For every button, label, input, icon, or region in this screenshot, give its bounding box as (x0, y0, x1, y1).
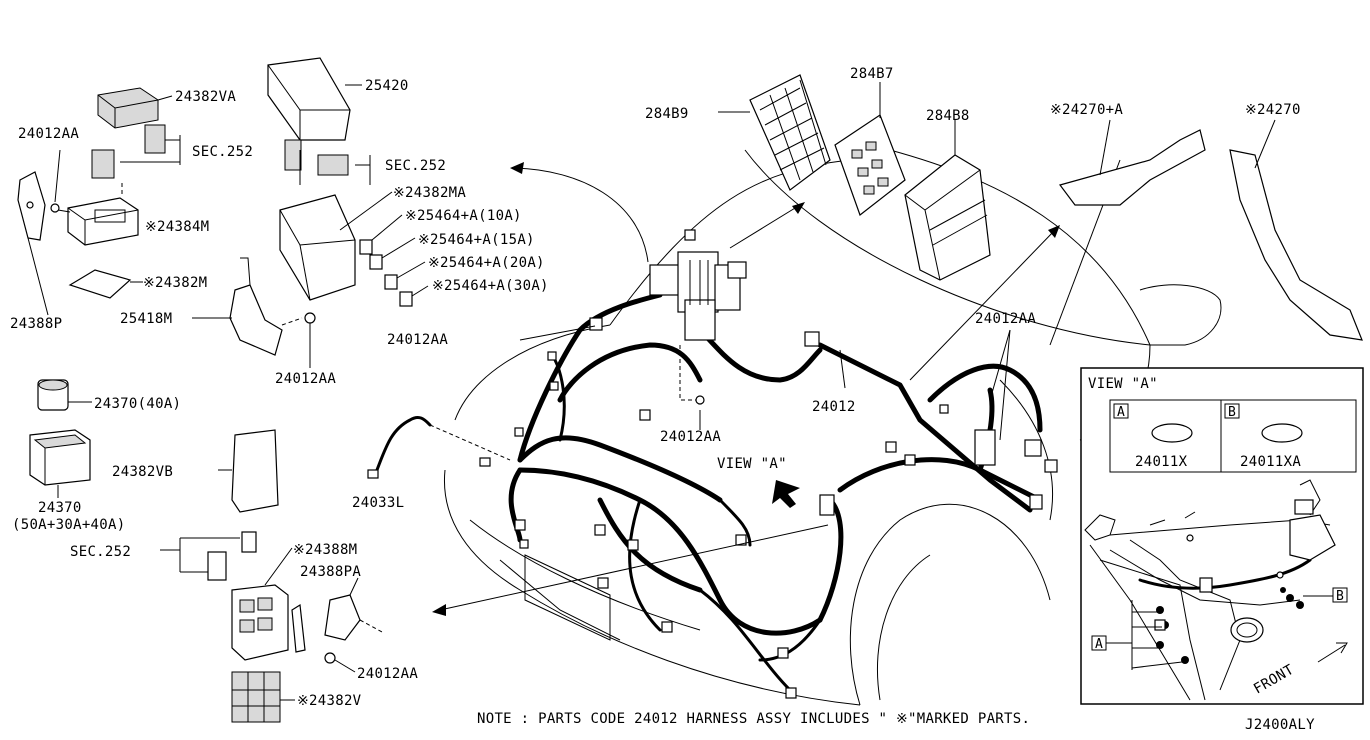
label-24382MA: ※24382MA (393, 185, 466, 201)
label-284B7: 284B7 (850, 66, 894, 82)
harness-note: NOTE : PARTS CODE 24012 HARNESS ASSY INC… (477, 711, 1030, 727)
car-body-outline (443, 149, 1222, 706)
label-24033L: 24033L (352, 495, 404, 511)
relay-sec252-c (160, 531, 257, 581)
diagram-id-code: J2400ALY (1245, 717, 1315, 733)
label-24370-40A: 24370(40A) (94, 396, 181, 412)
module-284B7 (834, 82, 906, 216)
label-284B8: 284B8 (926, 108, 970, 124)
pointer-box-b (1332, 587, 1348, 603)
part-24382VA (97, 87, 173, 129)
label-sec252-c: SEC.252 (70, 544, 131, 560)
fuse-24370-40A (37, 379, 92, 411)
label-24012AA-right: 24012AA (975, 311, 1036, 327)
leader-lines (54, 149, 1011, 441)
part-24384M (67, 197, 139, 246)
sub-harness-24033L (367, 416, 511, 479)
relay-sec252-a (91, 124, 181, 195)
label-284B9: 284B9 (645, 106, 689, 122)
label-sec252-b: SEC.252 (385, 158, 446, 174)
fuse-box-assembly (279, 139, 429, 307)
bracket-24270 (1229, 119, 1363, 341)
inset-parts-box (1109, 399, 1357, 473)
inset-view-a: VIEW "A" A B 24011X 24011XA (1080, 367, 1364, 705)
harness-fuse-block (649, 251, 747, 405)
label-24388PA: 24388PA (300, 564, 361, 580)
label-24012AA-harness: 24012AA (387, 332, 448, 348)
callout-a-letter: A (1117, 405, 1125, 420)
pointer-b-letter: B (1336, 589, 1344, 604)
callout-b-letter: B (1228, 405, 1236, 420)
main-harness-24012 (508, 292, 1043, 692)
label-25464-15A: ※25464+A(15A) (418, 232, 535, 248)
label-24370: 24370 (38, 500, 82, 516)
inset-body-drawing (1084, 479, 1336, 701)
label-24011X: 24011X (1135, 454, 1188, 470)
label-sec252-a: SEC.252 (192, 144, 253, 160)
label-24270: ※24270 (1245, 102, 1301, 118)
grommet-24011X (1151, 423, 1193, 443)
part-24382M (68, 269, 143, 299)
part-25418M (192, 257, 316, 368)
label-24012AA-fuse-box: 24012AA (275, 371, 336, 387)
inset-title: VIEW "A" (1088, 376, 1158, 392)
label-24012AA-top-left: 24012AA (18, 126, 79, 142)
label-25464-30A: ※25464+A(30A) (432, 278, 549, 294)
part-24388P-bracket (17, 171, 71, 316)
callout-box-b (1224, 403, 1240, 419)
part-24382VB (218, 429, 279, 513)
label-24388M: ※24388M (293, 542, 357, 558)
label-25418M: 25418M (120, 311, 172, 327)
label-24382VA: 24382VA (175, 89, 236, 105)
label-24382M: ※24382M (143, 275, 207, 291)
label-24382VB: 24382VB (112, 464, 173, 480)
harness-connectors (479, 229, 1058, 699)
label-24270A: ※24270+A (1050, 102, 1123, 118)
pointer-a-letter: A (1095, 637, 1103, 652)
module-284B9 (718, 74, 831, 191)
part-labels: 24382VA 25420 24012AA SEC.252 SEC.252 ※2… (10, 66, 1301, 709)
label-25464-10A: ※25464+A(10A) (405, 208, 522, 224)
label-24370-sub: (50A+30A+40A) (12, 517, 125, 533)
label-24012AA-bottom-left: 24012AA (357, 666, 418, 682)
part-25420 (267, 57, 362, 141)
bracket-24388PA (291, 577, 383, 673)
callout-box-a (1113, 403, 1129, 419)
fuse-24382V (231, 671, 295, 723)
front-arrow-icon (1317, 642, 1348, 663)
fuse-24370 (29, 429, 91, 498)
bracket-24270A (1058, 119, 1206, 206)
view-a-arrow (772, 480, 800, 508)
label-24388P: 24388P (10, 316, 62, 332)
view-a-pointer-label: VIEW "A" (717, 456, 787, 472)
module-284B8 (904, 120, 991, 281)
label-24012: 24012 (812, 399, 856, 415)
label-24384M: ※24384M (145, 219, 209, 235)
grommet-24011XA (1261, 423, 1303, 443)
fuse-box-24388M (231, 547, 293, 661)
label-24011XA: 24011XA (1240, 454, 1301, 470)
direction-arrows (432, 162, 1060, 616)
label-25420: 25420 (365, 78, 409, 94)
label-25464-20A: ※25464+A(20A) (428, 255, 545, 271)
label-24012AA-center: 24012AA (660, 429, 721, 445)
label-24382V: ※24382V (297, 693, 362, 709)
